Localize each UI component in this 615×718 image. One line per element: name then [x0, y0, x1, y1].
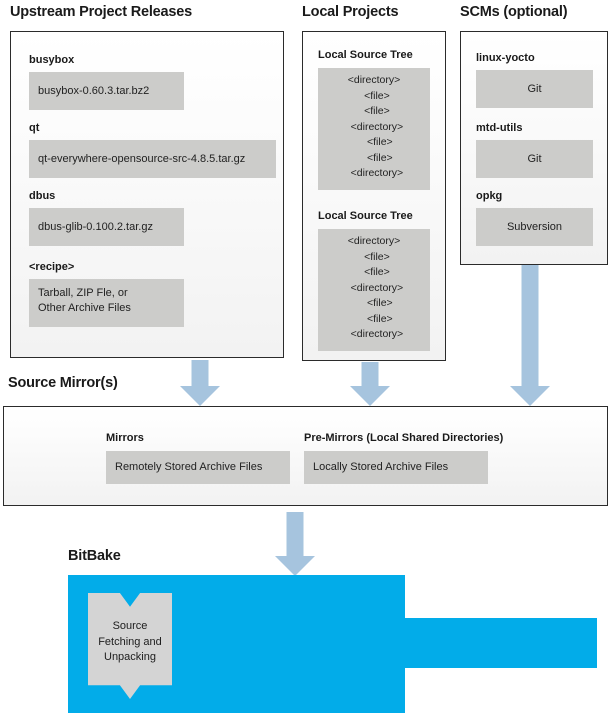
source-mirrors-value-pre-mirrors: Locally Stored Archive Files	[304, 451, 488, 484]
local-projects-column-title: Local Projects	[302, 4, 399, 20]
scm-entry-label-mtd-utils: mtd-utils	[476, 122, 523, 134]
upstream-entry-label-busybox: busybox	[29, 54, 75, 66]
local-source-tree-label-2: Local Source Tree	[318, 210, 413, 222]
source-mirrors-value-mirrors: Remotely Stored Archive Files	[106, 451, 290, 484]
upstream-entry-label-dbus: dbus	[29, 190, 56, 202]
arrow-mirrors-to-bitbake	[275, 512, 315, 576]
scm-entry-label-linux-yocto: linux-yocto	[476, 52, 535, 64]
upstream-entry-label-qt: qt	[29, 122, 40, 134]
arrow-scms-to-mirrors	[510, 265, 550, 406]
upstream-entry-value-dbus: dbus-glib-0.100.2.tar.gz	[29, 208, 184, 246]
source-mirrors-label-mirrors: Mirrors	[106, 432, 144, 444]
source-mirrors-panel: Mirrors Remotely Stored Archive Files Pr…	[3, 406, 608, 506]
upstream-panel: busybox busybox-0.60.3.tar.bz2 qt qt-eve…	[10, 31, 284, 358]
source-mirrors-title: Source Mirror(s)	[8, 375, 118, 391]
upstream-entry-value-busybox: busybox-0.60.3.tar.bz2	[29, 72, 184, 110]
local-source-tree-content-2: <directory> <file> <file> <directory> <f…	[318, 229, 430, 351]
scm-entry-value-mtd-utils: Git	[476, 140, 593, 178]
local-source-tree-content-1: <directory> <file> <file> <directory> <f…	[318, 68, 430, 190]
local-projects-panel: Local Source Tree <directory> <file> <fi…	[302, 31, 446, 361]
upstream-entry-label-recipe: <recipe>	[29, 261, 75, 273]
bitbake-arm-block	[405, 618, 597, 668]
upstream-entry-value-recipe: Tarball, ZIP Fle, or Other Archive Files	[29, 279, 184, 327]
source-mirrors-label-pre-mirrors: Pre-Mirrors (Local Shared Directories)	[304, 432, 504, 444]
source-fetching-and-unpacking-box: Source Fetching and Unpacking	[88, 593, 172, 699]
scm-entry-value-opkg: Subversion	[476, 208, 593, 246]
scms-panel: linux-yocto Git mtd-utils Git opkg Subve…	[460, 31, 608, 265]
source-fetching-and-unpacking-label: Source Fetching and Unpacking	[98, 620, 162, 663]
upstream-entry-value-qt: qt-everywhere-opensource-src-4.8.5.tar.g…	[29, 140, 276, 178]
arrow-local-projects-to-mirrors	[350, 362, 390, 406]
bitbake-title: BitBake	[68, 548, 121, 564]
scms-column-title: SCMs (optional)	[460, 4, 568, 20]
scm-entry-label-opkg: opkg	[476, 190, 503, 202]
upstream-column-title: Upstream Project Releases	[10, 4, 192, 20]
arrow-upstream-to-mirrors	[180, 360, 220, 406]
local-source-tree-label-1: Local Source Tree	[318, 49, 413, 61]
scm-entry-value-linux-yocto: Git	[476, 70, 593, 108]
